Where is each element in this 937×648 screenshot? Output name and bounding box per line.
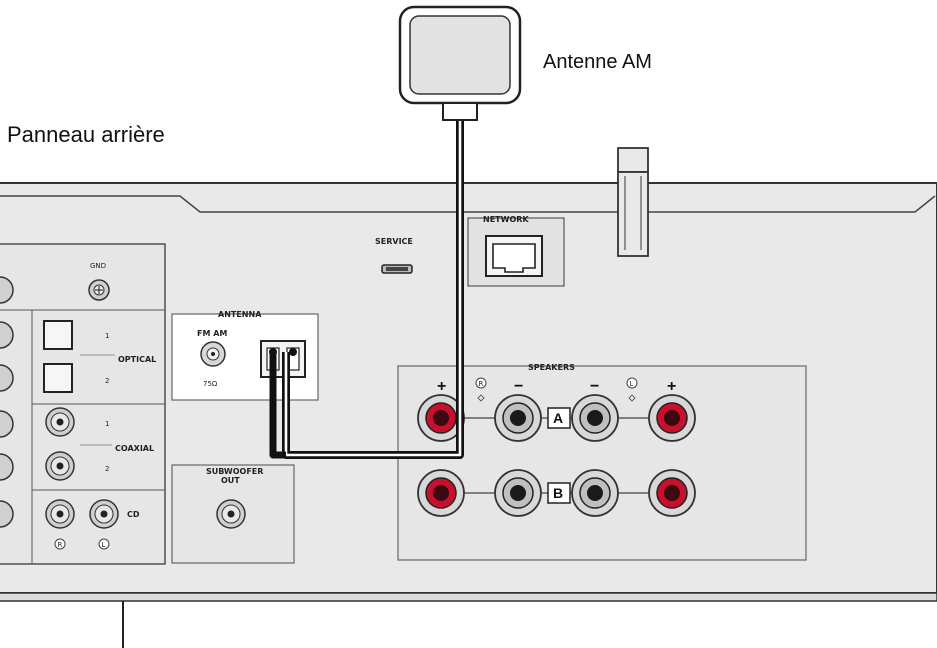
subwoofer-out-jack[interactable] (216, 499, 246, 529)
coaxial-label: COAXIAL (115, 444, 154, 453)
speaker-b-right-plus[interactable] (417, 469, 465, 517)
coaxial-2-label: 2 (105, 465, 109, 473)
optical-2-label: 2 (105, 377, 109, 385)
coaxial-input-2[interactable] (45, 451, 75, 481)
speaker-b-left-plus[interactable] (648, 469, 696, 517)
speakers-label: SPEAKERS (528, 363, 575, 372)
fm-antenna-jack[interactable] (200, 341, 226, 367)
subwoofer-label-line1: SUBWOOFER (206, 467, 263, 476)
speaker-b-right-minus[interactable] (494, 469, 542, 517)
service-label: SERVICE (375, 237, 413, 246)
am-antenna-cable (269, 120, 464, 459)
cd-label: CD (127, 510, 140, 519)
optical-input-2[interactable] (43, 363, 73, 393)
gnd-terminal[interactable] (88, 279, 110, 301)
network-ethernet-port[interactable] (485, 235, 543, 277)
am-antenna-label: Antenne AM (543, 51, 652, 73)
ohm-label: 75Ω (203, 380, 218, 388)
speakers-plus-right: + (437, 378, 446, 395)
speaker-a-right-minus[interactable] (494, 394, 542, 442)
speakers-r-label: R (479, 380, 484, 388)
zone-b-label: B (553, 485, 563, 501)
speakers-minus-left: − (590, 378, 599, 395)
cd-input-l[interactable] (89, 499, 119, 529)
service-port[interactable] (381, 264, 413, 274)
optical-label: OPTICAL (118, 355, 156, 364)
fm-am-label: FM AM (197, 329, 227, 338)
gnd-label: GND (90, 262, 106, 270)
cd-input-r[interactable] (45, 499, 75, 529)
rear-panel-label: Panneau arrière (7, 122, 165, 147)
optical-input-1[interactable] (43, 320, 73, 350)
optical-1-label: 1 (105, 332, 109, 340)
coaxial-input-1[interactable] (45, 407, 75, 437)
speakers-plus-left: + (667, 378, 676, 395)
cd-l-label: L (102, 541, 106, 549)
network-label: NETWORK (483, 215, 529, 224)
coaxial-1-label: 1 (105, 420, 109, 428)
speaker-b-left-minus[interactable] (571, 469, 619, 517)
speakers-minus-right: − (514, 378, 523, 395)
cd-r-label: R (58, 541, 63, 549)
antenna-label: ANTENNA (218, 310, 262, 319)
wireless-antenna (617, 147, 649, 257)
speakers-l-label: L (630, 380, 634, 388)
subwoofer-label-line2: OUT (221, 476, 240, 485)
speaker-a-left-plus[interactable] (648, 394, 696, 442)
zone-a-label: A (553, 410, 563, 426)
am-loop-antenna (398, 5, 522, 121)
speaker-a-left-minus[interactable] (571, 394, 619, 442)
speaker-a-right-plus[interactable] (417, 394, 465, 442)
left-connector-panel (0, 243, 166, 565)
